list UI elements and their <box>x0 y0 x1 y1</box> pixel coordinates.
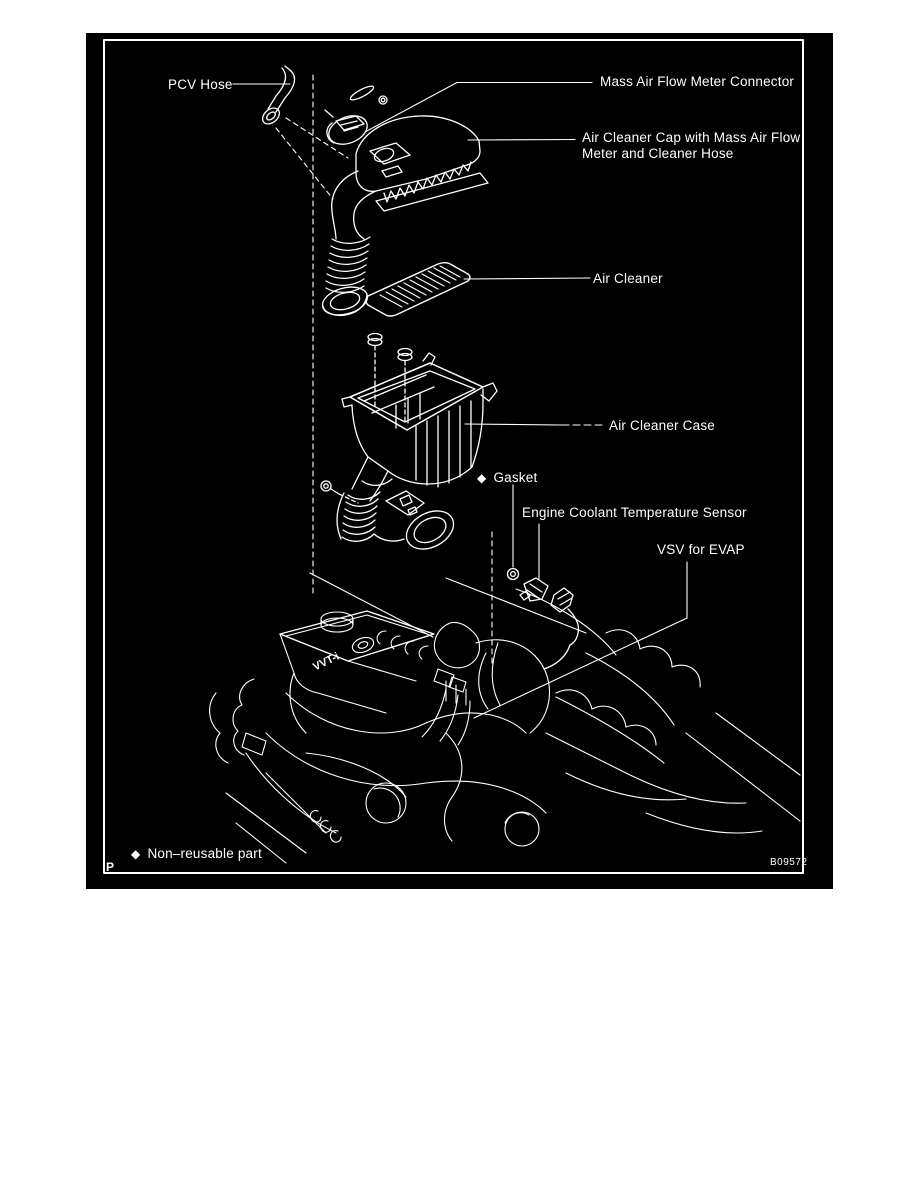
label-air-cleaner-case: Air Cleaner Case <box>609 418 715 433</box>
label-pcv-hose: PCV Hose <box>168 77 233 92</box>
label-vsv-evap: VSV for EVAP <box>657 542 745 557</box>
label-maf-connector: Mass Air Flow Meter Connector <box>600 74 795 89</box>
figure-code: B09572 <box>770 857 808 868</box>
leader-lines <box>232 81 688 719</box>
page-marker: P <box>106 860 115 874</box>
legend-text: Non–reusable part <box>147 846 262 861</box>
air-cleaner-cap-art <box>321 115 489 317</box>
figure-panel: VVT-i PCV Hose Mass Air Flow Meter Conne… <box>86 33 833 889</box>
exploded-view-diagram: VVT-i <box>103 39 804 874</box>
screws-art <box>367 332 413 424</box>
clip-and-nut-art <box>349 85 388 105</box>
label-gasket: ◆ Gasket <box>477 470 537 486</box>
ect-sensor-art <box>519 577 549 602</box>
vsv-connector-art <box>543 587 580 670</box>
intake-tube-art <box>336 456 455 550</box>
engine-art: VVT-i <box>209 572 801 864</box>
label-air-cleaner-cap-line1: Air Cleaner Cap with Mass Air Flow <box>582 130 801 145</box>
label-air-cleaner: Air Cleaner <box>593 271 663 286</box>
legend-non-reusable: ◆ Non–reusable part <box>131 846 262 862</box>
construction-lines <box>275 74 493 668</box>
bolt-art <box>320 480 359 504</box>
label-air-cleaner-cap-line2: Meter and Cleaner Hose <box>582 146 734 161</box>
air-cleaner-case-art <box>341 352 498 488</box>
air-cleaner-filter-art <box>365 262 471 317</box>
frame-border <box>103 39 804 874</box>
label-ect-sensor: Engine Coolant Temperature Sensor <box>522 505 747 520</box>
gasket-art <box>506 567 520 581</box>
diamond-icon: ◆ <box>131 846 141 861</box>
label-gasket-text: Gasket <box>493 470 538 485</box>
pcv-hose-art <box>261 65 296 125</box>
label-air-cleaner-cap: Air Cleaner Cap with Mass Air Flow Meter… <box>582 130 800 162</box>
engine-cover-text: VVT-i <box>311 651 341 674</box>
maf-connector-art <box>324 109 368 145</box>
diamond-icon: ◆ <box>477 470 487 485</box>
